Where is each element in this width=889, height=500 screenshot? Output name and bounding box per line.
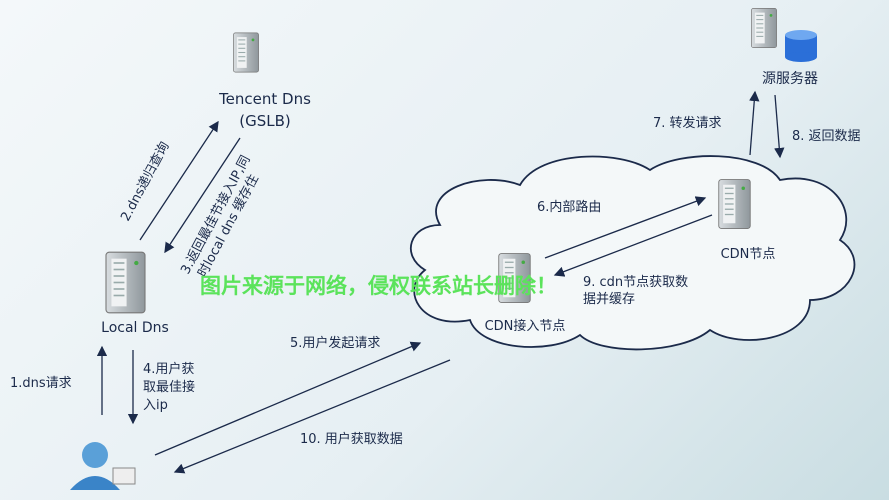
arrows — [96, 90, 785, 474]
step-1: 1.dns请求 — [10, 376, 72, 391]
step-9-line1: 9. cdn节点获取数 — [583, 275, 688, 290]
user-icon — [70, 442, 136, 490]
origin-server-icon — [750, 7, 778, 49]
database-icon — [785, 30, 817, 62]
step-8: 8. 返回数据 — [792, 129, 861, 144]
cdn-node-server-icon — [718, 178, 751, 230]
cdn-node-label: CDN节点 — [721, 247, 776, 262]
step-9-line2: 据并缓存 — [583, 292, 635, 307]
watermark: 图片来源于网络，侵权联系站长删除！ — [200, 274, 557, 298]
step-4-line1: 4.用户获 — [143, 361, 194, 377]
origin-label: 源服务器 — [762, 71, 818, 87]
step-4-line2: 取最佳接 — [143, 379, 195, 395]
step-6: 6.内部路由 — [537, 199, 601, 215]
step-5: 5.用户发起请求 — [290, 335, 380, 351]
cdn-cloud — [409, 155, 856, 351]
gslb-label: (GSLB) — [239, 112, 291, 130]
step-7: 7. 转发请求 — [653, 115, 722, 131]
step-10: 10. 用户获取数据 — [300, 431, 403, 447]
step-4-line3: 入ip — [143, 398, 168, 413]
local-dns-label: Local Dns — [101, 320, 169, 336]
tencent-dns-server-icon — [232, 32, 260, 73]
step-2: 2.dns递归查询 — [118, 139, 172, 223]
local-dns-server-icon — [105, 251, 146, 314]
cdn-access-label: CDN接入节点 — [485, 318, 566, 334]
tencent-dns-label: Tencent Dns — [218, 90, 311, 108]
